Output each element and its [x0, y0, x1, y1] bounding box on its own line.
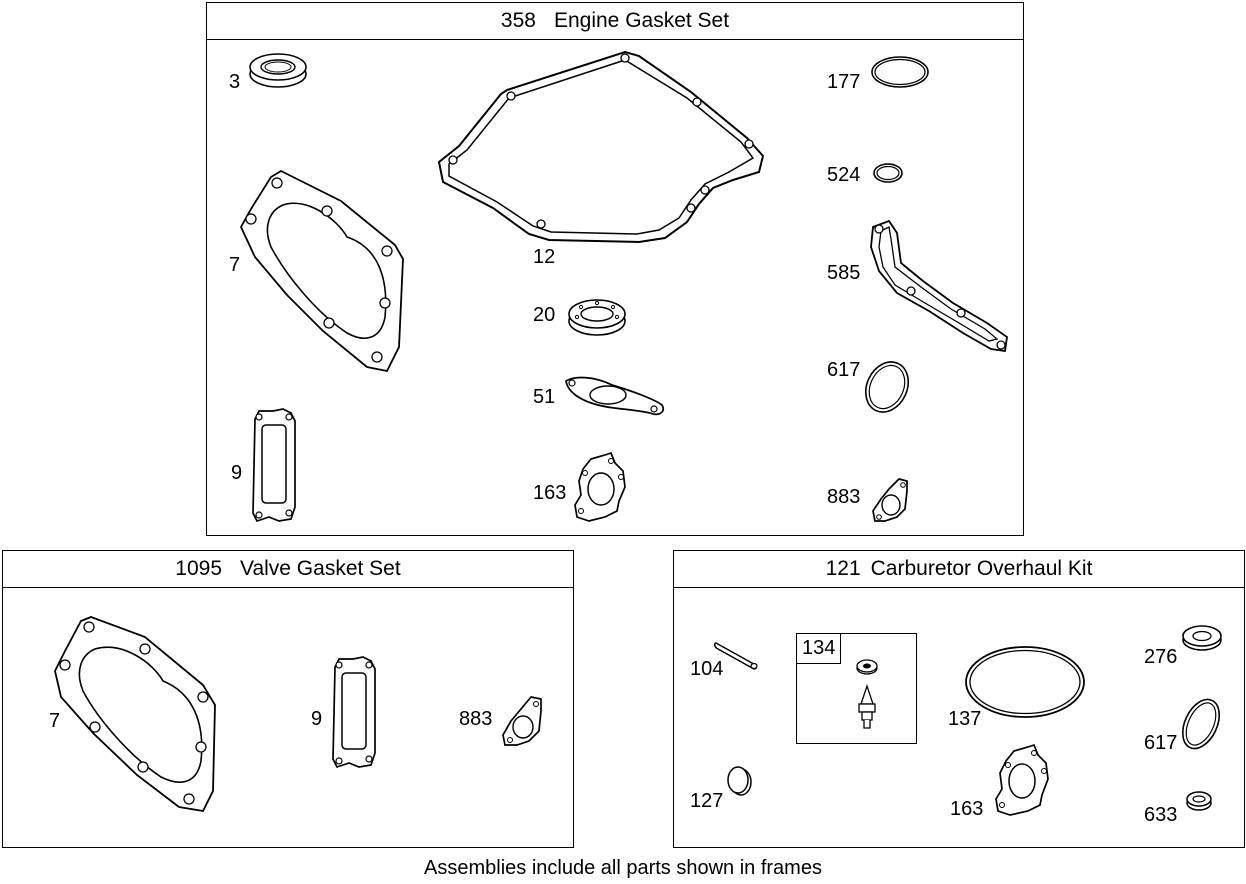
- part-3-label: 3: [229, 71, 241, 93]
- part-7-label: 7: [229, 254, 241, 276]
- valve-gasket-set-title: 1095 Valve Gasket Set: [3, 551, 573, 588]
- oil-seal-icon: [249, 53, 307, 88]
- part-617-label: 617: [1144, 732, 1178, 754]
- part-163-label: 163: [533, 482, 567, 504]
- carburetor-kit-name: Carburetor Overhaul Kit: [870, 557, 1093, 580]
- oval-ring-icon: [1182, 698, 1220, 750]
- part-276-label: 276: [1144, 646, 1178, 668]
- part-104-label: 104: [690, 658, 724, 680]
- carburetor-kit-frame: 121 Carburetor Overhaul Kit 104 134 137 …: [673, 550, 1245, 848]
- cylinder-head-gasket-icon: [54, 616, 216, 812]
- carburetor-gasket-icon: [995, 743, 1049, 816]
- part-127-label: 127: [690, 790, 724, 812]
- cover-gasket-icon: [870, 219, 1008, 353]
- intake-gasket-icon: [502, 696, 542, 746]
- part-12-label: 12: [533, 246, 556, 268]
- valve-cover-gasket-icon: [332, 656, 376, 769]
- washer-icon: [1186, 791, 1212, 811]
- part-137-label: 137: [948, 708, 982, 730]
- engine-gasket-set-frame: 358 Engine Gasket Set 3 12 177 524 7: [206, 2, 1024, 536]
- carburetor-kit-number: 121: [825, 557, 861, 580]
- oval-ring-icon: [865, 361, 909, 413]
- small-o-ring-icon: [873, 163, 903, 183]
- crankcase-gasket-icon: [437, 50, 765, 244]
- inlet-needle-subframe: 134: [796, 633, 917, 744]
- engine-gasket-set-title: 358 Engine Gasket Set: [207, 3, 1023, 40]
- cylinder-head-gasket-icon: [239, 169, 404, 373]
- part-51-label: 51: [533, 386, 556, 408]
- valve-gasket-set-number: 1095: [175, 557, 222, 580]
- valve-cover-gasket-icon: [252, 408, 296, 523]
- part-9-label: 9: [231, 462, 243, 484]
- intake-gasket-icon: [872, 478, 908, 522]
- part-524-label: 524: [827, 164, 861, 186]
- welch-plug-icon: [727, 766, 752, 796]
- valve-gasket-set-frame: 1095 Valve Gasket Set 7 9 883: [2, 550, 574, 848]
- part-163-label: 163: [950, 798, 984, 820]
- part-585-label: 585: [827, 262, 861, 284]
- engine-gasket-set-name: Engine Gasket Set: [553, 9, 730, 32]
- o-ring-icon: [871, 56, 929, 88]
- part-883-label: 883: [827, 486, 861, 508]
- part-633-label: 633: [1144, 804, 1178, 826]
- part-617-label: 617: [827, 359, 861, 381]
- exhaust-gasket-icon: [565, 376, 665, 416]
- valve-gasket-set-name: Valve Gasket Set: [240, 557, 401, 580]
- carburetor-gasket-icon: [574, 451, 626, 522]
- pin-icon: [713, 642, 758, 670]
- oil-seal-icon: [568, 299, 626, 336]
- engine-gasket-set-number: 358: [500, 9, 536, 32]
- carburetor-kit-title: 121 Carburetor Overhaul Kit: [674, 551, 1244, 588]
- part-134-label: 134: [797, 634, 842, 664]
- part-7-label: 7: [49, 710, 61, 732]
- part-883-label: 883: [459, 708, 493, 730]
- inlet-needle-icon: [856, 659, 878, 729]
- washer-icon: [1182, 625, 1222, 651]
- part-20-label: 20: [533, 304, 556, 326]
- part-9-label: 9: [311, 708, 323, 730]
- assemblies-footnote: Assemblies include all parts shown in fr…: [424, 857, 822, 879]
- part-177-label: 177: [827, 71, 861, 93]
- bowl-gasket-icon: [965, 646, 1085, 718]
